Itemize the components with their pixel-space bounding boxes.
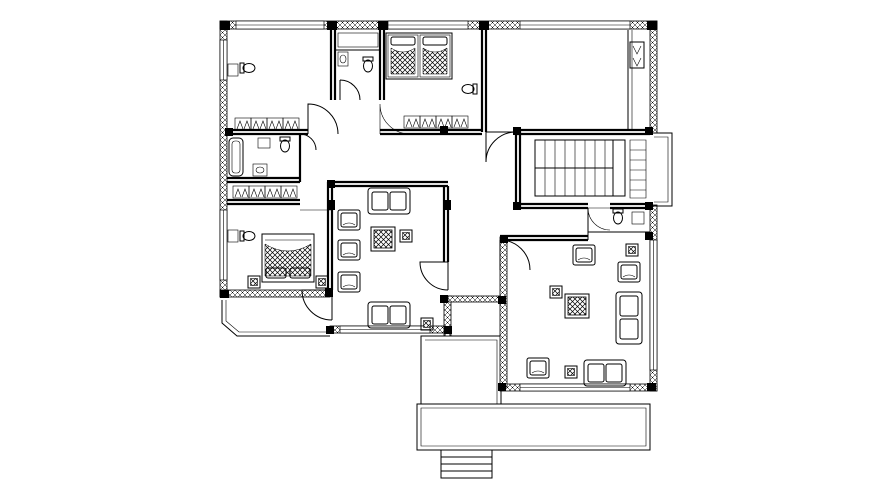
door-swings: [299, 79, 611, 321]
side-table-icon: [625, 243, 639, 257]
staircase-icon: [534, 139, 647, 199]
living-room: [526, 243, 643, 387]
center-table-icon: [370, 226, 396, 252]
wardrobe-run: [403, 115, 469, 129]
toilet-icon: [612, 208, 624, 225]
bedroom-3: [227, 229, 329, 289]
wardrobe-run: [234, 117, 300, 131]
interior-walls: [227, 29, 673, 290]
common-bath: [228, 136, 298, 199]
side-table-icon: [315, 275, 329, 289]
toilet-icon: [279, 136, 291, 153]
small-toilet: [612, 208, 645, 225]
armchair-icon: [337, 239, 361, 261]
armchair-icon: [526, 357, 550, 379]
bath-top: [337, 32, 379, 73]
entrance-steps: [440, 449, 493, 479]
basin-icon: [239, 62, 256, 74]
bedroom-2: [385, 32, 478, 129]
drawing-room: [337, 187, 434, 331]
side-table-icon: [549, 285, 563, 299]
basin-icon: [461, 83, 478, 95]
sofa-icon: [615, 291, 643, 345]
windows: [219, 20, 658, 392]
left-balcony: [221, 300, 330, 337]
side-table-icon: [247, 275, 261, 289]
top-right-fixtures: [629, 41, 645, 69]
front-porch: [416, 335, 651, 451]
sofa-icon: [583, 359, 627, 387]
bedroom-1: [227, 62, 300, 131]
sofa-icon: [367, 301, 411, 329]
center-table-icon: [564, 293, 590, 319]
side-table-icon: [564, 365, 578, 379]
wardrobe-run: [232, 185, 298, 199]
side-table-icon: [399, 229, 413, 243]
sofa-icon: [367, 187, 411, 215]
double-bed-icon: [385, 32, 453, 80]
armchair-icon: [337, 271, 361, 293]
basin-icon: [239, 230, 256, 242]
armchair-icon: [337, 209, 361, 231]
double-bed-icon: [261, 233, 315, 283]
columns: [220, 21, 657, 391]
armchair-icon: [572, 244, 596, 266]
armchair-icon: [617, 261, 641, 283]
toilet-icon: [362, 56, 374, 73]
